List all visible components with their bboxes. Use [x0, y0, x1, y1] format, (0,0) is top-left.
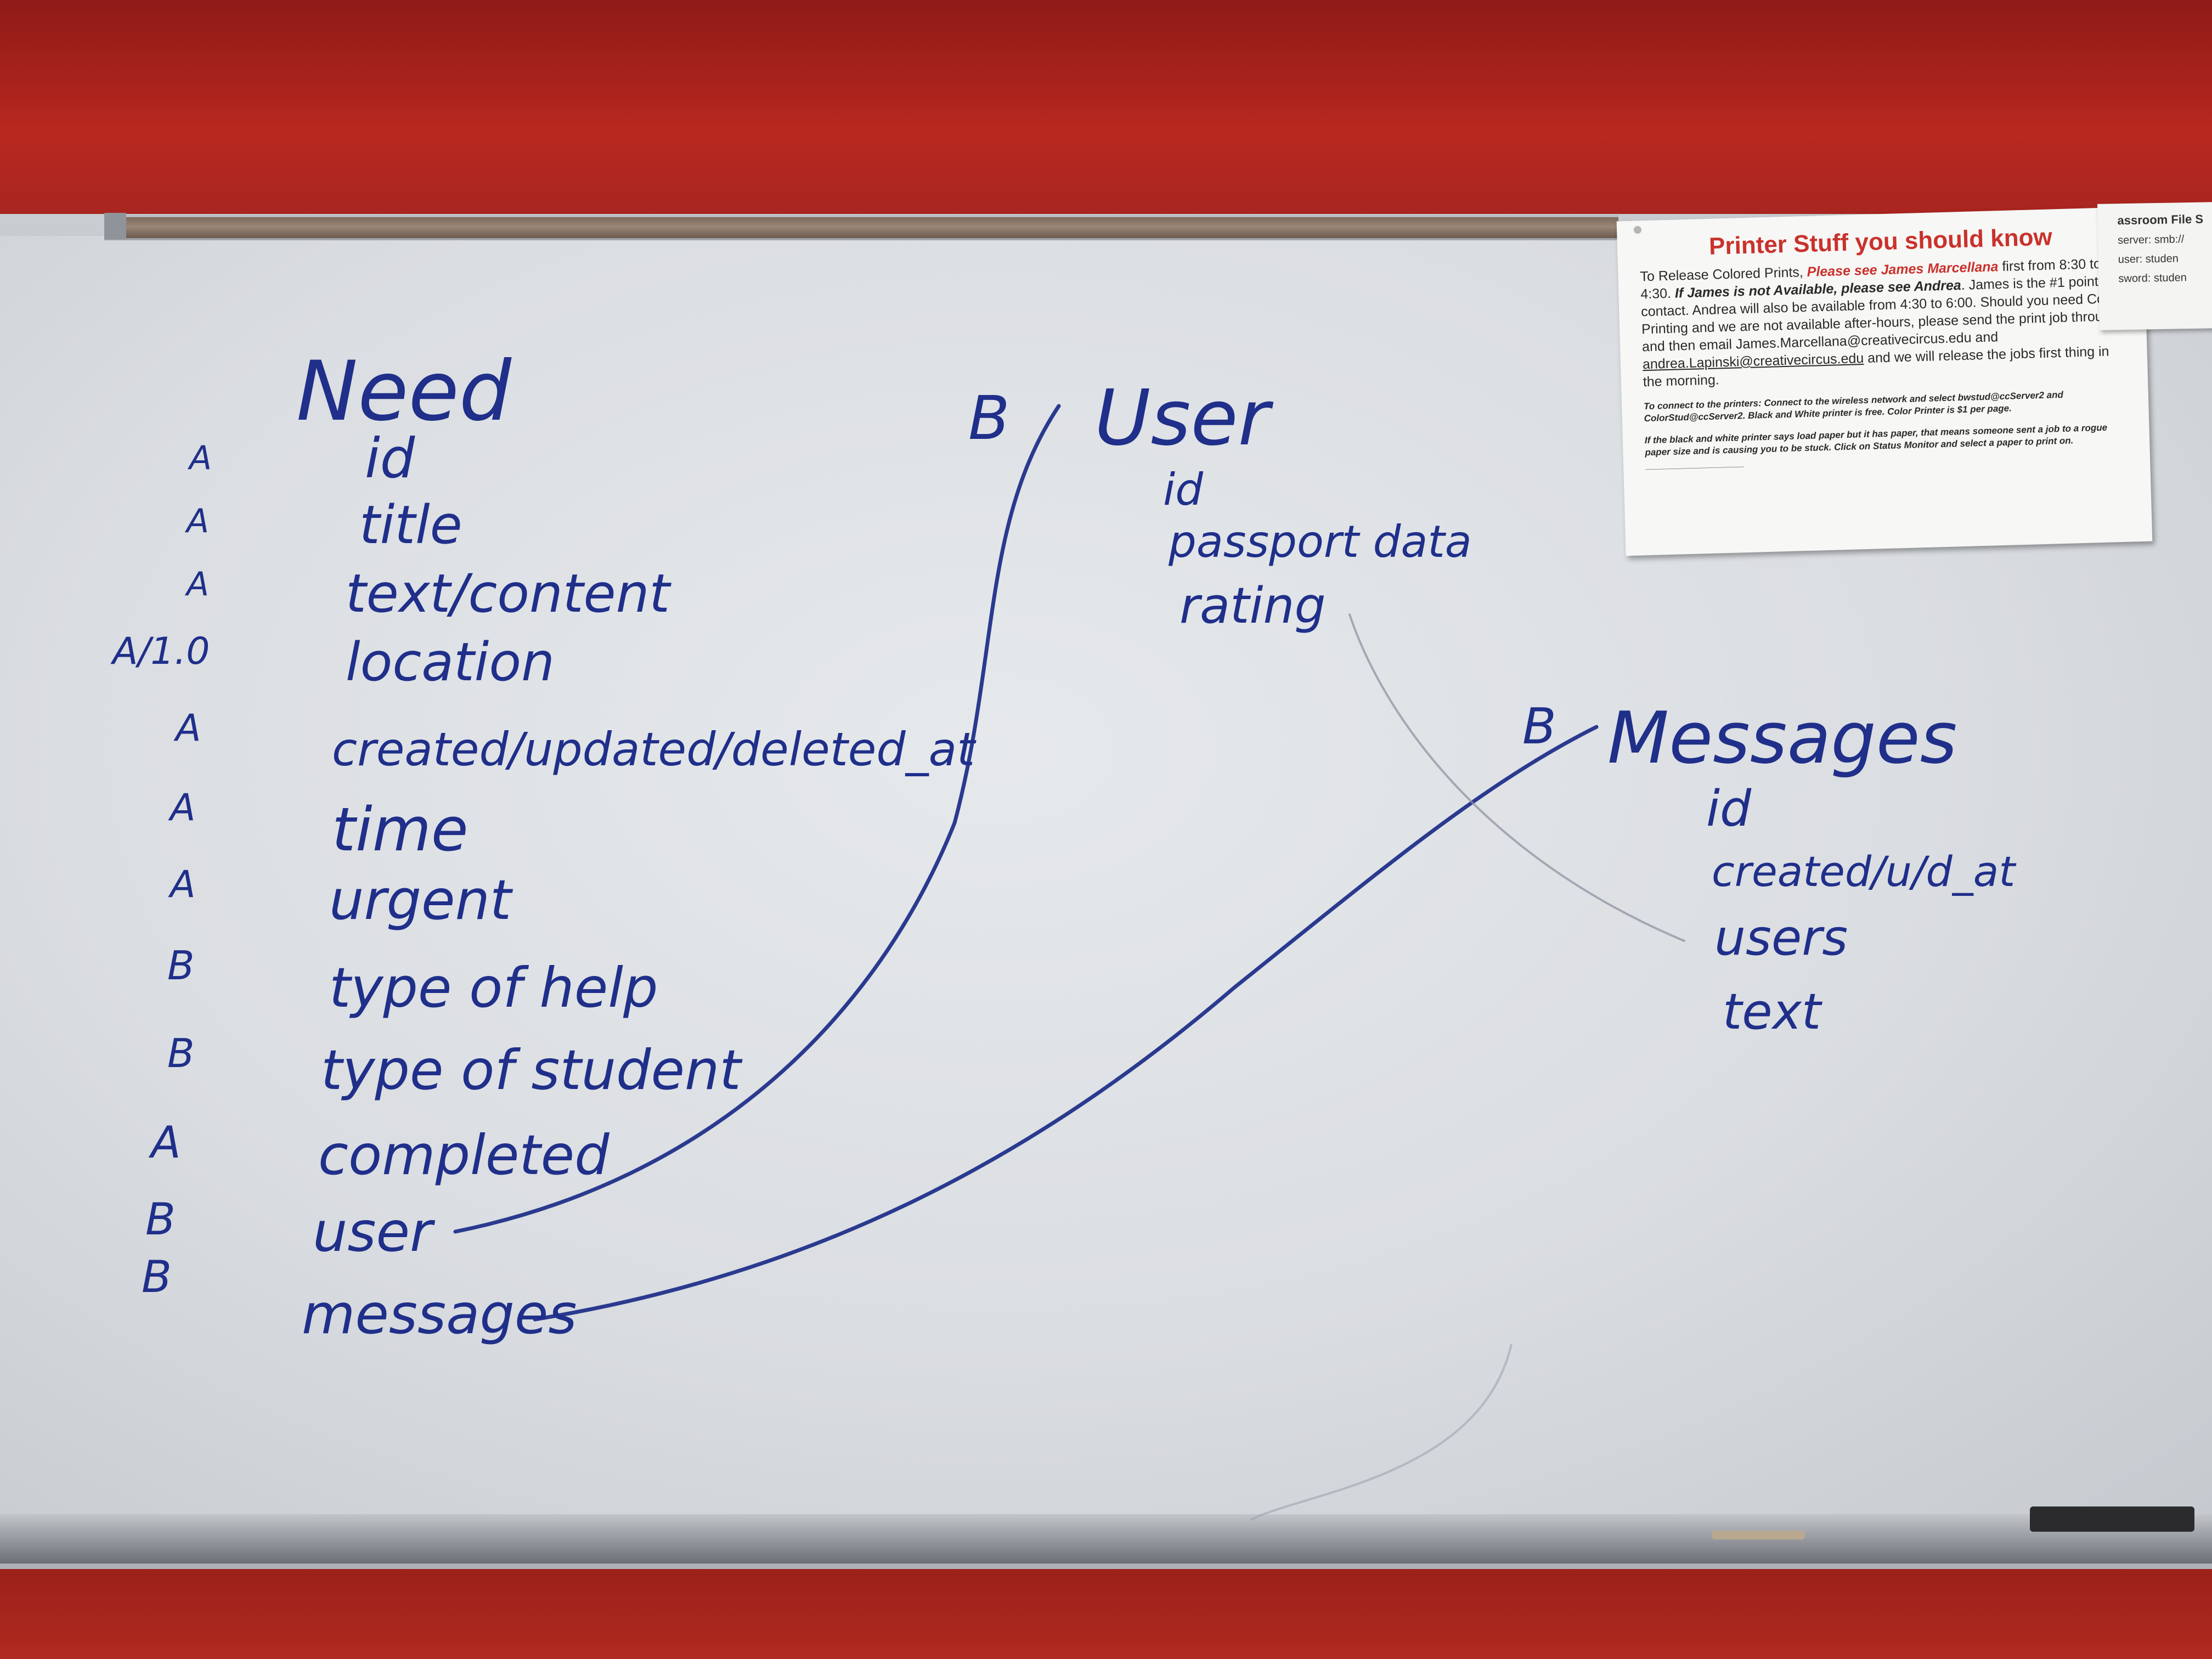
messages-connector-line: [533, 725, 1599, 1322]
field-name: type of help: [329, 956, 658, 1020]
printer-notice: Printer Stuff you should know To Release…: [1616, 206, 2153, 556]
field-name: type of student: [321, 1038, 743, 1102]
marker: [1712, 1531, 1805, 1539]
user-table-title: User: [1094, 374, 1274, 463]
red-wall-top: [0, 0, 2212, 219]
user-field: rating: [1180, 577, 1326, 635]
notice-body: To Release Colored Prints, Please see Ja…: [1640, 255, 2126, 391]
priority-label: A/1.0: [110, 630, 210, 673]
field-name: id: [365, 426, 415, 490]
notice2-line: server: smb://: [2117, 233, 2185, 247]
field-name: location: [346, 631, 555, 693]
notice2-title: assroom File S: [2117, 212, 2204, 228]
eraser: [2030, 1506, 2194, 1532]
field-name: urgent: [329, 868, 514, 932]
priority-label: A: [148, 1117, 181, 1168]
field-name: completed: [318, 1123, 610, 1187]
notice-highlight: Please see James Marcellana: [1807, 259, 1999, 280]
messages-table-title: Messages: [1607, 696, 1957, 780]
notice-text: To Release Colored Prints,: [1640, 264, 1808, 285]
priority-label: B: [167, 1030, 194, 1076]
messages-field: text: [1723, 983, 1823, 1041]
messages-field: created/u/d_at: [1712, 847, 2017, 896]
user-field: passport data: [1168, 516, 1472, 567]
faint-erased-stroke: [1250, 1344, 1513, 1521]
priority-label: A: [168, 786, 196, 830]
field-name: messages: [302, 1282, 577, 1346]
cork-rail: [104, 215, 1618, 240]
priority-label: A: [168, 863, 196, 906]
messages-field: id: [1706, 780, 1752, 838]
notice-paper-text: If the black and white printer says load…: [1644, 422, 2108, 458]
notice2-line: user: studen: [2118, 252, 2179, 266]
field-name: created/updated/deleted_at: [332, 723, 977, 776]
rating-users-faint-line: [1348, 613, 1685, 942]
user-connector-line: [453, 404, 1061, 1234]
priority-label: A: [187, 439, 212, 477]
user-field: id: [1163, 464, 1204, 515]
field-name: text/content: [346, 563, 672, 624]
rail-end-cap: [104, 213, 126, 239]
field-name: title: [359, 494, 462, 556]
notice2-line: sword: studen: [2118, 272, 2187, 285]
priority-label: A: [173, 707, 201, 750]
messages-priority-label: B: [1522, 698, 1556, 755]
priority-label: A: [184, 565, 209, 603]
need-heading: Need: [296, 344, 512, 439]
notice-connect-text: To connect to the printers: Connect to t…: [1643, 389, 2064, 424]
priority-label: B: [145, 1194, 176, 1245]
notice-email-link[interactable]: andrea.Lapinski@creativecircus.edu: [1642, 351, 1864, 373]
field-name: user: [313, 1200, 436, 1264]
priority-label: B: [167, 943, 194, 989]
field-name: time: [332, 794, 469, 865]
classroom-file-server-notice: assroom File S server: smb:// user: stud…: [2097, 202, 2212, 330]
messages-field: users: [1714, 909, 1848, 967]
priority-label: A: [184, 502, 209, 540]
priority-label: B: [142, 1251, 172, 1302]
red-wall-bottom: [0, 1564, 2212, 1659]
user-priority-label: B: [968, 383, 1009, 453]
marker-tray: [0, 1514, 2212, 1564]
pushpin-icon: [1634, 226, 1641, 234]
